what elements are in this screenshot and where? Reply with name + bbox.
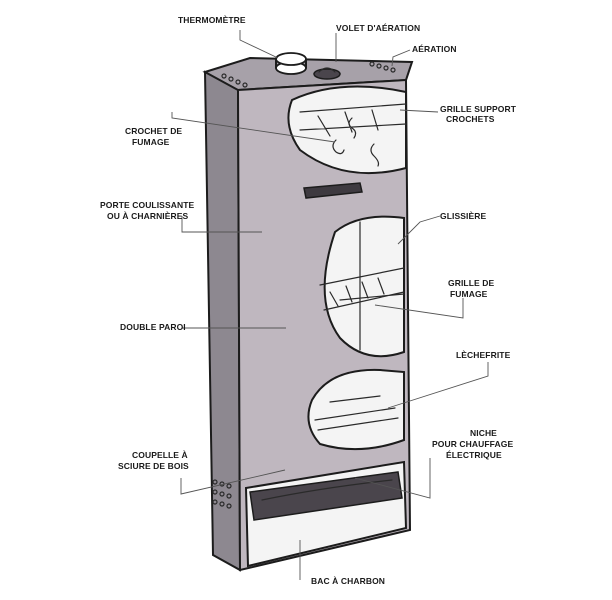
leader-thermometre	[239, 30, 279, 59]
vent-shutter	[313, 67, 341, 80]
side-panel	[203, 70, 242, 572]
leader-lines	[171, 30, 489, 580]
label-bac-charbon: BAC À CHARBON	[311, 576, 385, 586]
label-crochet-line1: CROCHET DE	[125, 126, 182, 136]
leader-glissiere	[397, 215, 441, 245]
label-grille-support-line1: GRILLE SUPPORT	[440, 104, 517, 114]
smoker-cabinet	[202, 52, 414, 572]
leader-coupelle	[180, 469, 286, 495]
leader-aeration	[391, 49, 411, 67]
middle-window	[319, 215, 405, 358]
label-grille-fumage-line2: FUMAGE	[450, 289, 488, 299]
label-volet-aeration: VOLET D'AÉRATION	[336, 23, 420, 33]
label-double-paroi: DOUBLE PAROI	[120, 322, 186, 332]
thermometer	[275, 52, 307, 75]
label-grille-fumage-line1: GRILLE DE	[448, 278, 494, 288]
label-niche-line2: POUR CHAUFFAGE	[432, 439, 513, 449]
label-glissiere: GLISSIÈRE	[440, 211, 486, 221]
upper-window	[287, 85, 407, 175]
leader-grille-fumage	[374, 298, 464, 319]
label-lechefrite: LÈCHEFRITE	[456, 350, 511, 360]
hook	[332, 139, 345, 155]
leader-niche	[354, 458, 431, 499]
leader-crochet	[171, 112, 336, 143]
label-porte-line1: PORTE COULISSANTE	[100, 200, 194, 210]
label-aeration: AÉRATION	[412, 44, 457, 54]
lower-window	[249, 368, 405, 521]
hook	[370, 143, 380, 167]
side-vents	[212, 73, 248, 509]
leader-lechefrite	[387, 362, 489, 409]
door-handle	[303, 182, 363, 199]
coal-tray	[249, 471, 403, 521]
label-thermometre: THERMOMÈTRE	[178, 15, 246, 25]
leader-grille-support	[399, 109, 439, 113]
label-coupelle-line2: SCIURE DE BOIS	[118, 461, 189, 471]
label-porte-line2: OU À CHARNIÈRES	[107, 211, 189, 221]
label-crochet-line2: FUMAGE	[132, 137, 170, 147]
label-coupelle-line1: COUPELLE À	[132, 450, 188, 460]
label-niche-line1: NICHE	[470, 428, 497, 438]
label-grille-support-line2: CROCHETS	[446, 114, 495, 124]
top-vents	[369, 61, 396, 73]
labels: THERMOMÈTRE VOLET D'AÉRATION AÉRATION GR…	[100, 15, 517, 586]
hook	[348, 117, 357, 139]
label-niche-line3: ÉLECTRIQUE	[446, 450, 502, 460]
leader-porte	[181, 216, 262, 233]
